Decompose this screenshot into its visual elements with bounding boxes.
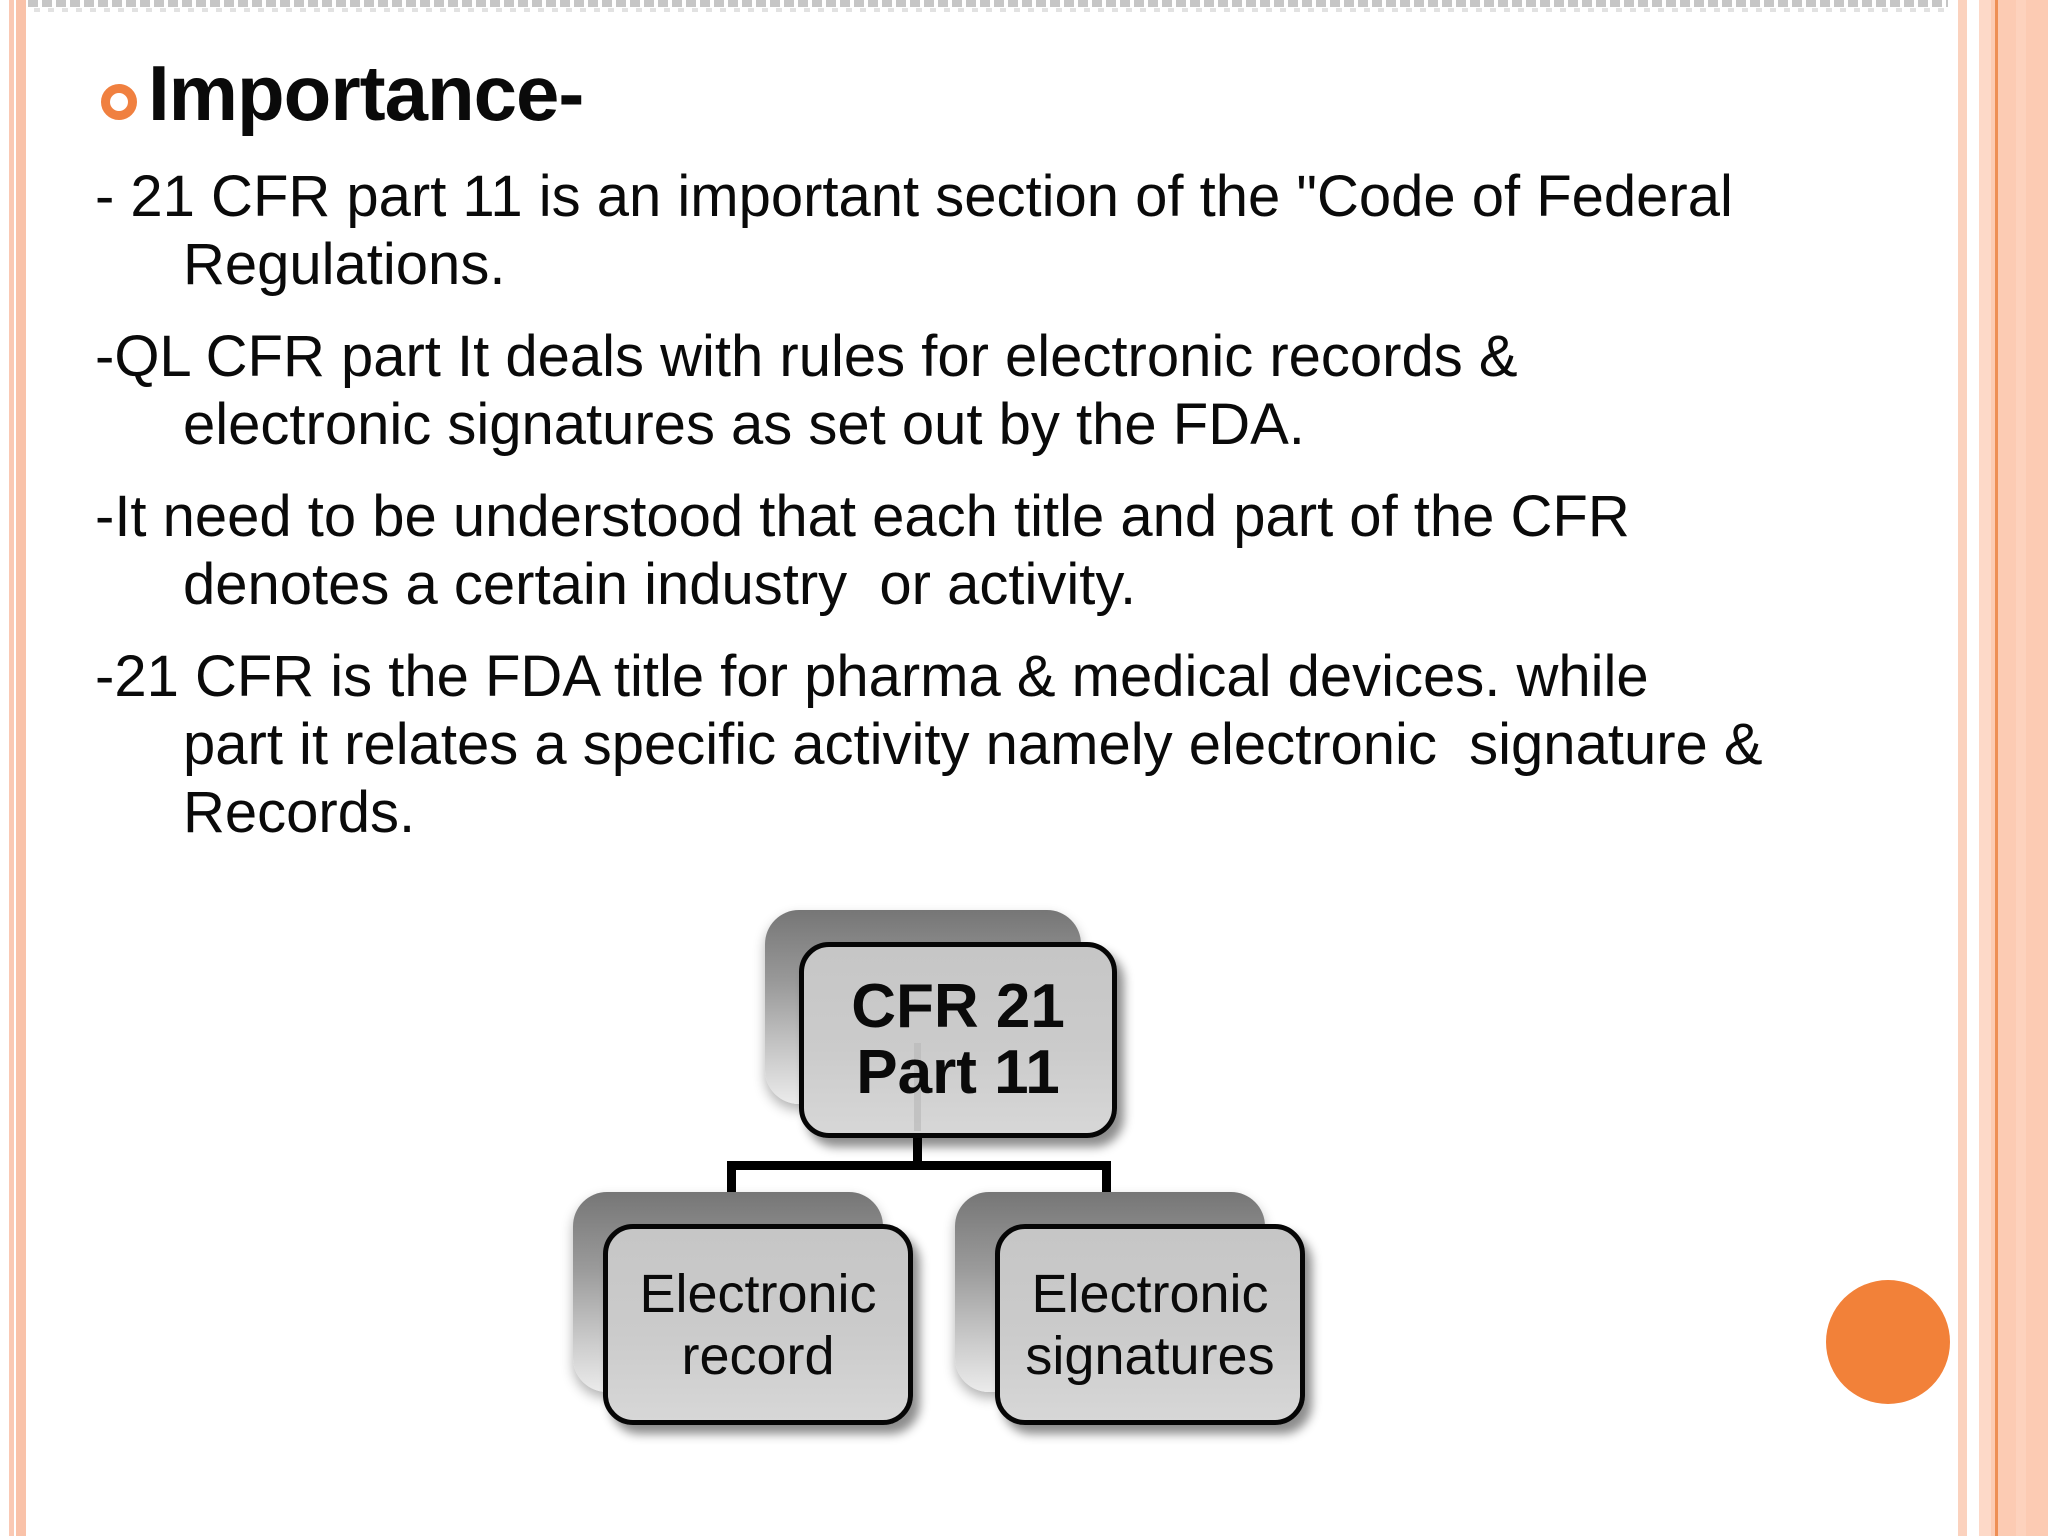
bullet-ring-icon	[101, 84, 137, 120]
slide-title: Importance-	[148, 49, 584, 137]
connector-vertical	[913, 1130, 922, 1170]
left-border-wide-stripe	[16, 0, 26, 1536]
connector-horizontal	[727, 1161, 1111, 1170]
right-border-stripe	[1958, 0, 1967, 1536]
body-line: Records.	[183, 780, 416, 845]
root-node-label: CFR 21	[851, 972, 1065, 1041]
body-paragraph: -It need to be understood that each titl…	[95, 483, 1855, 619]
child-node-electronic-signatures: Electronic signatures	[995, 1224, 1305, 1425]
body-paragraph: -QL CFR part It deals with rules for ele…	[95, 323, 1855, 459]
node-label: Electronic	[639, 1263, 877, 1324]
body-paragraph: - 21 CFR part 11 is an important section…	[95, 163, 1855, 299]
decorative-orange-circle	[1826, 1280, 1950, 1404]
right-border-band-highlight-2	[2016, 0, 2026, 1536]
right-border-accent-line	[1995, 0, 1998, 1536]
body-line: electronic signatures as set out by the …	[183, 392, 1305, 457]
body-line: denotes a certain industry or activity.	[183, 552, 1137, 617]
body-line: -QL CFR part It deals with rules for ele…	[95, 324, 1518, 389]
top-dash-strip	[28, 0, 1948, 7]
body-paragraph: -21 CFR is the FDA title for pharma & me…	[95, 643, 1855, 847]
child-node-electronic-record: Electronic record	[603, 1224, 913, 1425]
node-label: Electronic	[1031, 1263, 1269, 1324]
body-line: - 21 CFR part 11 is an important section…	[95, 164, 1733, 229]
top-dash-strip-faint	[34, 8, 1948, 12]
node-label: record	[681, 1325, 835, 1386]
connector-right-drop	[1102, 1161, 1111, 1199]
body-line: -21 CFR is the FDA title for pharma & me…	[95, 644, 1649, 709]
body-line: -It need to be understood that each titl…	[95, 484, 1630, 549]
root-node: CFR 21 Part 11	[799, 942, 1117, 1138]
node-label: signatures	[1025, 1325, 1275, 1386]
body-text: - 21 CFR part 11 is an important section…	[95, 163, 1855, 871]
left-border-thin-stripe	[9, 0, 14, 1536]
root-node-inner-line	[914, 1043, 921, 1131]
body-line: Regulations.	[183, 232, 506, 297]
connector-left-drop	[727, 1161, 736, 1199]
root-node-label: Part 11	[856, 1038, 1060, 1107]
body-line: part it relates a specific activity name…	[183, 712, 1763, 777]
right-border-band-highlight	[1979, 0, 1991, 1536]
